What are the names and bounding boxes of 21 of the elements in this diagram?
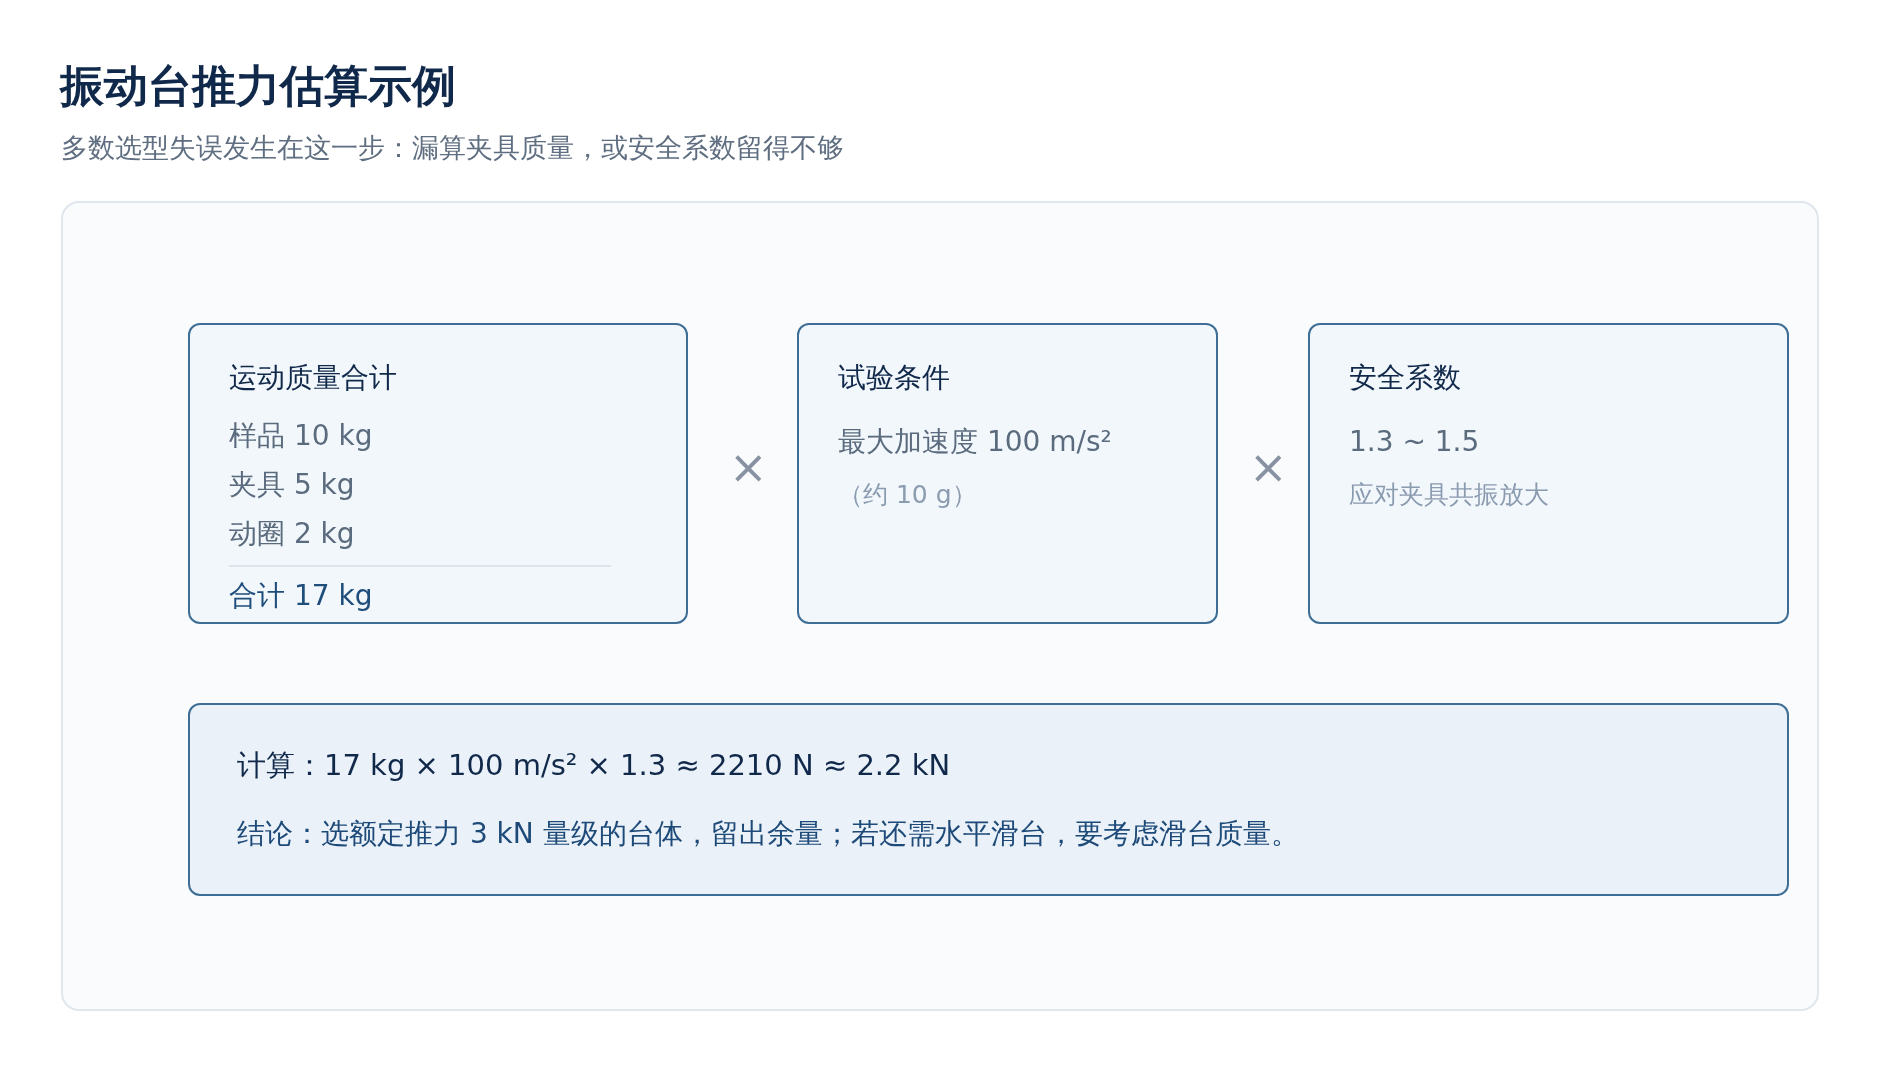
mass-item: 样品 10 kg bbox=[229, 418, 373, 453]
multiply-sign: × bbox=[729, 439, 768, 496]
card-heading: 试验条件 bbox=[838, 360, 950, 395]
total-text: 合计 17 kg bbox=[229, 578, 373, 613]
card-heading: 安全系数 bbox=[1349, 360, 1461, 395]
conclusion-text: 结论：选额定推力 3 kN 量级的台体，留出余量；若还需水平滑台，要考虑滑台质量。 bbox=[237, 816, 1299, 851]
subtitle: 多数选型失误发生在这一步：漏算夹具质量，或安全系数留得不够 bbox=[61, 131, 844, 165]
value-text: 1.3 ~ 1.5 bbox=[1349, 424, 1480, 459]
mass-item: 夹具 5 kg bbox=[229, 467, 355, 502]
page-title: 振动台推力估算示例 bbox=[60, 59, 456, 113]
info-card bbox=[188, 323, 688, 624]
info-card bbox=[797, 323, 1218, 624]
multiply-sign: × bbox=[1249, 439, 1288, 496]
note-text: 应对夹具共振放大 bbox=[1349, 479, 1549, 511]
note-text: （约 10 g） bbox=[838, 479, 977, 511]
mass-item: 动圈 2 kg bbox=[229, 516, 355, 551]
info-card bbox=[1308, 323, 1789, 624]
card-heading: 运动质量合计 bbox=[229, 360, 397, 395]
formula-text: 计算：17 kg × 100 m/s² × 1.3 ≈ 2210 N ≈ 2.2 kN bbox=[237, 747, 951, 784]
result-card bbox=[188, 703, 1789, 896]
value-text: 最大加速度 100 m/s² bbox=[838, 424, 1112, 459]
